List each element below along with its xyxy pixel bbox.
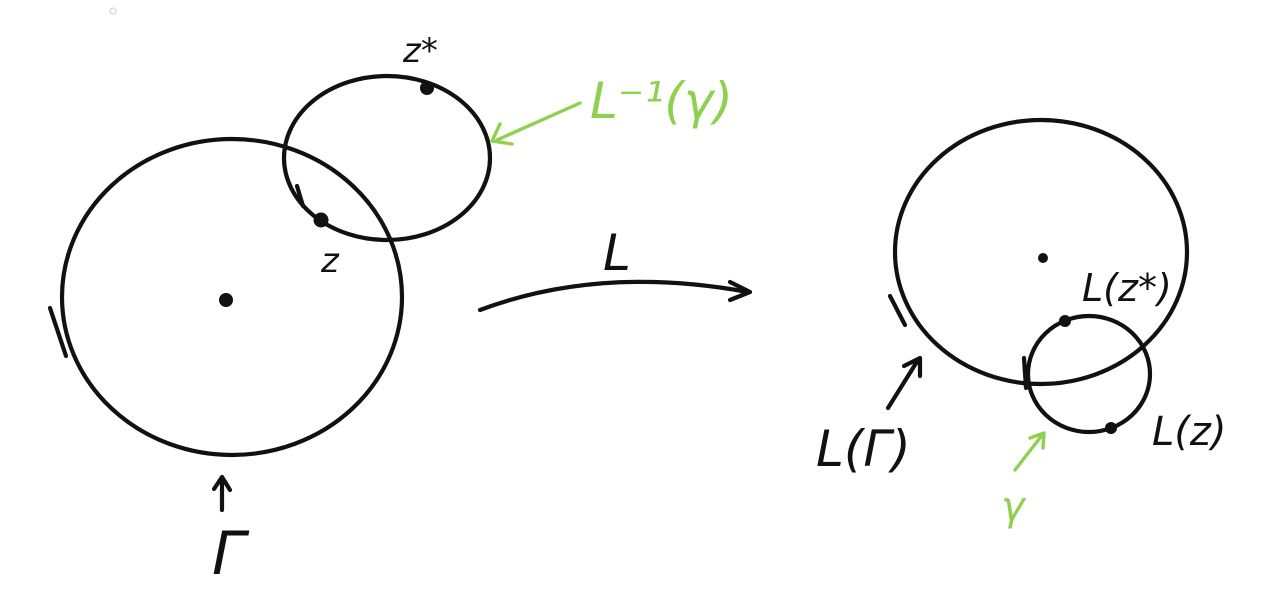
gamma-pointer-arrow — [211, 474, 233, 513]
label-l-z-star: L(z*) — [1082, 266, 1172, 310]
label-z-star: z* — [402, 31, 438, 71]
label-map-l: L — [603, 224, 631, 282]
circle-gamma-center-dot — [219, 293, 233, 307]
left-figure — [47, 73, 582, 513]
circle-preimage-gamma — [281, 73, 493, 243]
label-l-gamma-curve: L(Γ) — [816, 420, 911, 478]
circle-gamma-small — [1025, 313, 1153, 435]
circle-image-overlap-stroke — [887, 293, 908, 328]
circle-gamma — [59, 136, 405, 458]
point-l-z-star — [1059, 315, 1071, 327]
circle-image-center-dot — [1038, 253, 1048, 263]
circle-gamma-overlap-stroke — [47, 305, 69, 359]
l-gamma-pointer-arrow — [885, 355, 923, 411]
gamma-small-pointer-arrow — [1013, 431, 1046, 472]
label-preimage-gamma: L⁻¹(γ) — [590, 72, 733, 130]
map-arrow — [477, 279, 753, 313]
point-z — [313, 212, 329, 228]
circle-gamma-small-overlap-stroke — [1021, 355, 1029, 391]
point-z-star — [420, 81, 434, 95]
point-l-z — [1105, 422, 1117, 434]
map-arrow-curve — [477, 279, 751, 313]
circle-image-gamma — [892, 117, 1190, 387]
preimage-pointer-arrow — [490, 101, 582, 146]
stray-mark — [109, 7, 117, 15]
map-arrow-head — [727, 279, 753, 303]
label-gamma-small: γ — [1001, 484, 1027, 530]
label-gamma-curve: Γ — [212, 519, 250, 589]
right-figure — [885, 117, 1190, 472]
label-l-z: L(z) — [1152, 409, 1227, 455]
label-z: z — [320, 241, 340, 281]
circle-preimage-overlap-stroke — [294, 183, 306, 209]
